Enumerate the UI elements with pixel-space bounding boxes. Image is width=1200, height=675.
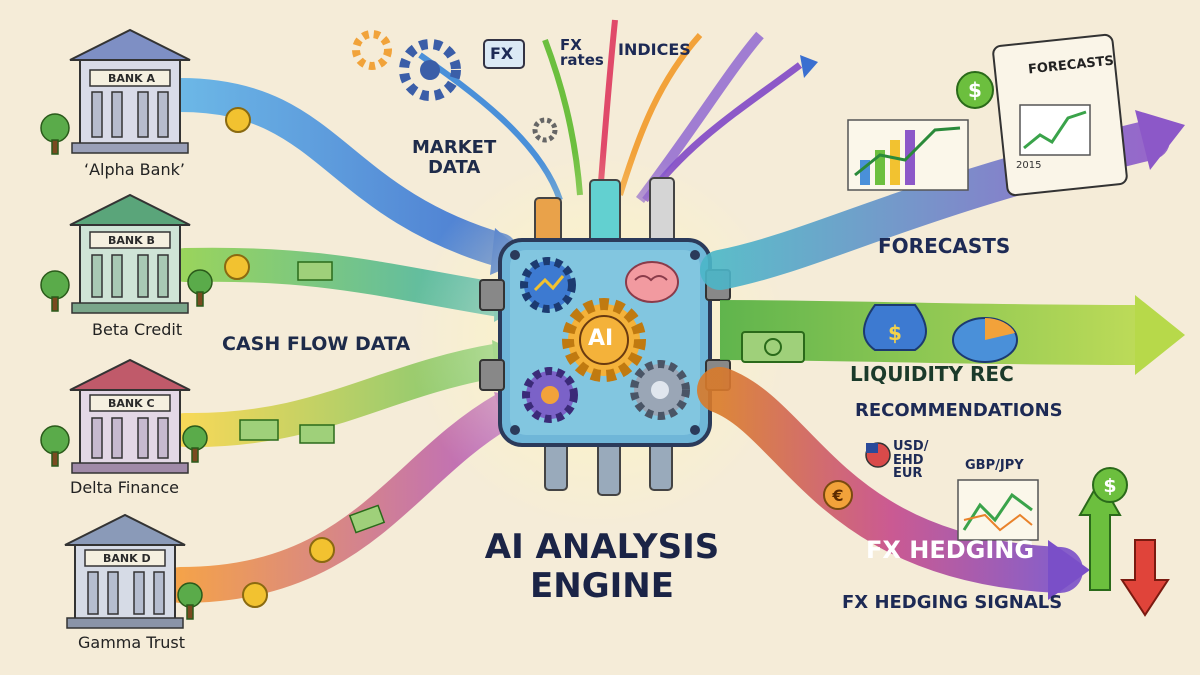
flow-ribbon-bank-a bbox=[163, 78, 517, 267]
gear-icon-orange bbox=[352, 30, 392, 70]
forecasts-label: FORECASTS bbox=[878, 234, 1011, 258]
fx-badge-label: FX bbox=[490, 44, 514, 63]
flow-arrowhead-fx-hedging bbox=[1048, 540, 1090, 600]
engine-title-line2: ENGINE bbox=[530, 566, 674, 607]
brain-icon bbox=[625, 261, 679, 303]
tree-icon bbox=[40, 113, 213, 620]
flow-arrowhead-forecasts bbox=[1135, 110, 1185, 170]
recommendations-label: RECOMMENDATIONS bbox=[855, 400, 1063, 421]
dollar-coin-icon-right: $ bbox=[1092, 467, 1128, 503]
engine-title-line1: AI ANALYSIS bbox=[484, 527, 720, 567]
bank-building-b bbox=[69, 193, 191, 314]
bank-a-name: ‘Alpha Bank’ bbox=[84, 160, 185, 179]
liquidity-arrow-label: LIQUIDITY REC bbox=[850, 362, 1014, 386]
fx-pair-usd-eur: USD/ EHD EUR bbox=[893, 439, 929, 482]
svg-text:$: $ bbox=[888, 321, 902, 345]
euro-coin-icon: € bbox=[823, 480, 853, 510]
svg-text:€: € bbox=[831, 486, 843, 505]
fx-hedging-arrow-label: FX HEDGING bbox=[866, 536, 1035, 564]
gear-icon-engine-bottom-left bbox=[522, 367, 578, 423]
bank-a-sign: BANK A bbox=[108, 72, 155, 85]
bank-d-name: Gamma Trust bbox=[78, 633, 186, 652]
ai-chip-label: AI bbox=[588, 326, 614, 351]
gear-icon-engine-top-left bbox=[520, 257, 576, 313]
bank-c-name: Delta Finance bbox=[70, 478, 179, 497]
coin-icons bbox=[224, 107, 335, 608]
down-arrow-icon bbox=[1120, 539, 1170, 617]
fx-pair-gbp-jpy: GBP/JPY bbox=[965, 458, 1024, 473]
market-data-label: MARKET DATA bbox=[412, 137, 497, 178]
fx-rates-label: FX rates bbox=[560, 36, 604, 69]
engine-title: AI ANALYSIS ENGINE bbox=[462, 527, 742, 607]
engine-bolts bbox=[510, 250, 700, 435]
money-bag-icon: $ bbox=[863, 304, 927, 351]
bank-d-sign: BANK D bbox=[103, 552, 151, 565]
gear-icon-top-left bbox=[399, 39, 461, 101]
pie-chart-icon bbox=[952, 317, 1018, 363]
dollar-coin-icon-top-right: $ bbox=[956, 71, 994, 109]
cash-bill-icons bbox=[239, 261, 386, 534]
bank-c-sign: BANK C bbox=[108, 397, 155, 410]
flow-arrowhead-liquidity bbox=[1135, 295, 1185, 375]
forecast-doc-year: 2015 bbox=[1016, 160, 1042, 171]
cash-flow-label: CASH FLOW DATA bbox=[222, 333, 411, 355]
fx-chart bbox=[957, 479, 1039, 541]
gear-icon-small bbox=[532, 117, 558, 143]
svg-text:$: $ bbox=[968, 78, 982, 102]
bank-b-sign: BANK B bbox=[108, 234, 155, 247]
cash-stack-icon bbox=[741, 331, 805, 363]
bank-b-name: Beta Credit bbox=[92, 320, 183, 339]
forecast-document bbox=[992, 33, 1128, 197]
svg-text:$: $ bbox=[1103, 475, 1116, 497]
bank-building-a bbox=[69, 28, 191, 154]
gear-icon-ai-core bbox=[562, 298, 646, 382]
gear-icon-engine-bottom-right bbox=[630, 360, 690, 420]
us-flag-icon bbox=[865, 442, 891, 468]
bank-building-c bbox=[69, 358, 191, 474]
indices-label: INDICES bbox=[618, 40, 691, 59]
forecast-chart bbox=[847, 119, 969, 191]
fx-badge bbox=[483, 39, 525, 69]
fx-hedging-signals-label: FX HEDGING SIGNALS bbox=[842, 592, 1063, 613]
bank-building-d bbox=[64, 513, 186, 629]
